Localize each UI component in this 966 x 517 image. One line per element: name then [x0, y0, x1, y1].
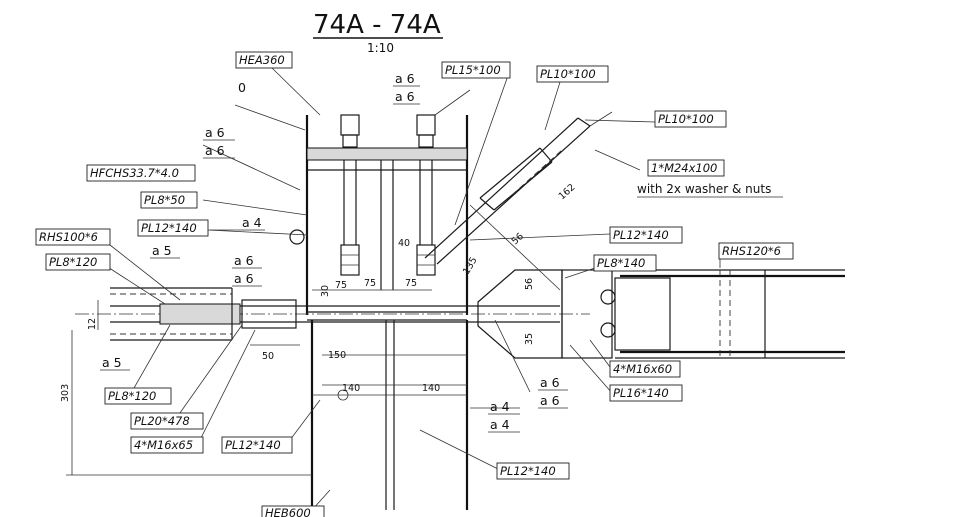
dim-30: 30 [320, 285, 331, 297]
dim-135: 135 [461, 255, 480, 276]
section-title: 74A - 74A [313, 10, 441, 40]
svg-text:4*M16x65: 4*M16x65 [134, 438, 193, 452]
svg-text:HEA360: HEA360 [239, 53, 285, 67]
weld-a6-right1: a 6 [540, 375, 560, 390]
weld-a4-mid: a 4 [242, 215, 262, 230]
label-pl12x140-c: PL12*140 [221, 436, 293, 454]
svg-text:4*M16x60: 4*M16x60 [613, 362, 672, 376]
weld-a4-bot2: a 4 [490, 417, 510, 432]
label-pl20x478: PL20*478 [130, 412, 204, 430]
dim-12: 12 [87, 318, 98, 330]
svg-text:PL10*100: PL10*100 [540, 67, 596, 81]
svg-text:PL8*50: PL8*50 [144, 193, 185, 207]
dim-303: 303 [60, 384, 71, 402]
svg-text:PL8*140: PL8*140 [597, 256, 645, 270]
horizontal-tie [75, 299, 590, 329]
label-pl12x140-d: PL12*140 [496, 462, 570, 480]
svg-text:PL12*140: PL12*140 [613, 228, 669, 242]
weld-a5-top: a 5 [152, 243, 172, 258]
svg-text:HFCHS33.7*4.0: HFCHS33.7*4.0 [90, 166, 179, 180]
weld-a6-top1: a 6 [395, 71, 415, 86]
dim-35: 35 [524, 333, 535, 345]
label-pl10x100-b: PL10*100 [654, 110, 727, 128]
hole-marker-2 [337, 389, 349, 401]
diagonal-brace [424, 111, 613, 265]
beam-heb600 [310, 320, 469, 510]
label-pl10x100-a: PL10*100 [536, 65, 609, 83]
weld-a6-top2: a 6 [395, 89, 415, 104]
weld-a6-left2: a 6 [205, 143, 225, 158]
label-hea360: HEA360 [235, 51, 293, 69]
washer-note: with 2x washer & nuts [637, 182, 771, 196]
svg-text:PL15*100: PL15*100 [445, 63, 501, 77]
weld-a6-right2: a 6 [540, 393, 560, 408]
zero-marker: 0 [238, 80, 246, 95]
weld-a4-bot1: a 4 [490, 399, 510, 414]
dim-75a: 75 [335, 280, 347, 291]
dim-140a: 140 [342, 383, 360, 394]
label-pl8x140: PL8*140 [593, 254, 657, 272]
dimension-lines [66, 204, 561, 476]
label-pl8x50: PL8*50 [140, 191, 198, 209]
weld-a6-mid1: a 6 [234, 253, 254, 268]
label-m16x65: 4*M16x65 [130, 436, 204, 454]
weld-a6-mid2: a 6 [234, 271, 254, 286]
dim-50: 50 [262, 351, 274, 362]
dim-56b: 56 [524, 278, 535, 290]
svg-text:PL16*140: PL16*140 [613, 386, 669, 400]
svg-text:HEB600: HEB600 [265, 506, 311, 517]
bolt-left [340, 114, 360, 276]
leader-lines [99, 67, 721, 511]
rhs100-member [110, 287, 233, 341]
label-pl8x120-b: PL8*120 [104, 387, 172, 405]
svg-text:PL12*140: PL12*140 [225, 438, 281, 452]
rhs120-member [477, 269, 845, 359]
svg-text:RHS120*6: RHS120*6 [722, 244, 781, 258]
weld-a6-left1: a 6 [205, 125, 225, 140]
label-m24: 1*M24x100 [647, 159, 725, 177]
svg-text:RHS100*6: RHS100*6 [39, 230, 98, 244]
label-rhs100: RHS100*6 [35, 228, 111, 246]
column-hea360 [305, 115, 469, 321]
label-pl16x140: PL16*140 [609, 384, 683, 402]
dim-75c: 75 [405, 278, 417, 289]
label-heb600: HEB600 [261, 505, 325, 517]
dim-140b: 140 [422, 383, 440, 394]
svg-text:1*M24x100: 1*M24x100 [651, 161, 717, 175]
label-pl8x120-a: PL8*120 [45, 253, 111, 271]
dim-75b: 75 [364, 278, 376, 289]
label-hfchs: HFCHS33.7*4.0 [86, 164, 196, 182]
label-pl15x100: PL15*100 [441, 61, 511, 79]
svg-text:PL12*140: PL12*140 [141, 221, 197, 235]
svg-text:PL8*120: PL8*120 [49, 255, 97, 269]
bolt-right [416, 114, 436, 276]
svg-text:PL20*478: PL20*478 [134, 414, 190, 428]
svg-text:PL8*120: PL8*120 [108, 389, 156, 403]
section-scale: 1:10 [367, 41, 394, 55]
label-pl12x140-a: PL12*140 [137, 219, 209, 237]
dim-150: 150 [328, 350, 346, 361]
dim-162: 162 [557, 182, 578, 202]
weld-symbols [100, 85, 568, 433]
label-rhs120: RHS120*6 [718, 242, 794, 260]
weld-a5-bot: a 5 [102, 355, 122, 370]
svg-text:PL12*140: PL12*140 [500, 464, 556, 478]
hole-marker [289, 229, 305, 245]
label-pl12x140-b: PL12*140 [609, 226, 683, 244]
dim-40: 40 [398, 238, 410, 249]
svg-text:PL10*100: PL10*100 [658, 112, 714, 126]
label-m16x60: 4*M16x60 [609, 360, 681, 378]
